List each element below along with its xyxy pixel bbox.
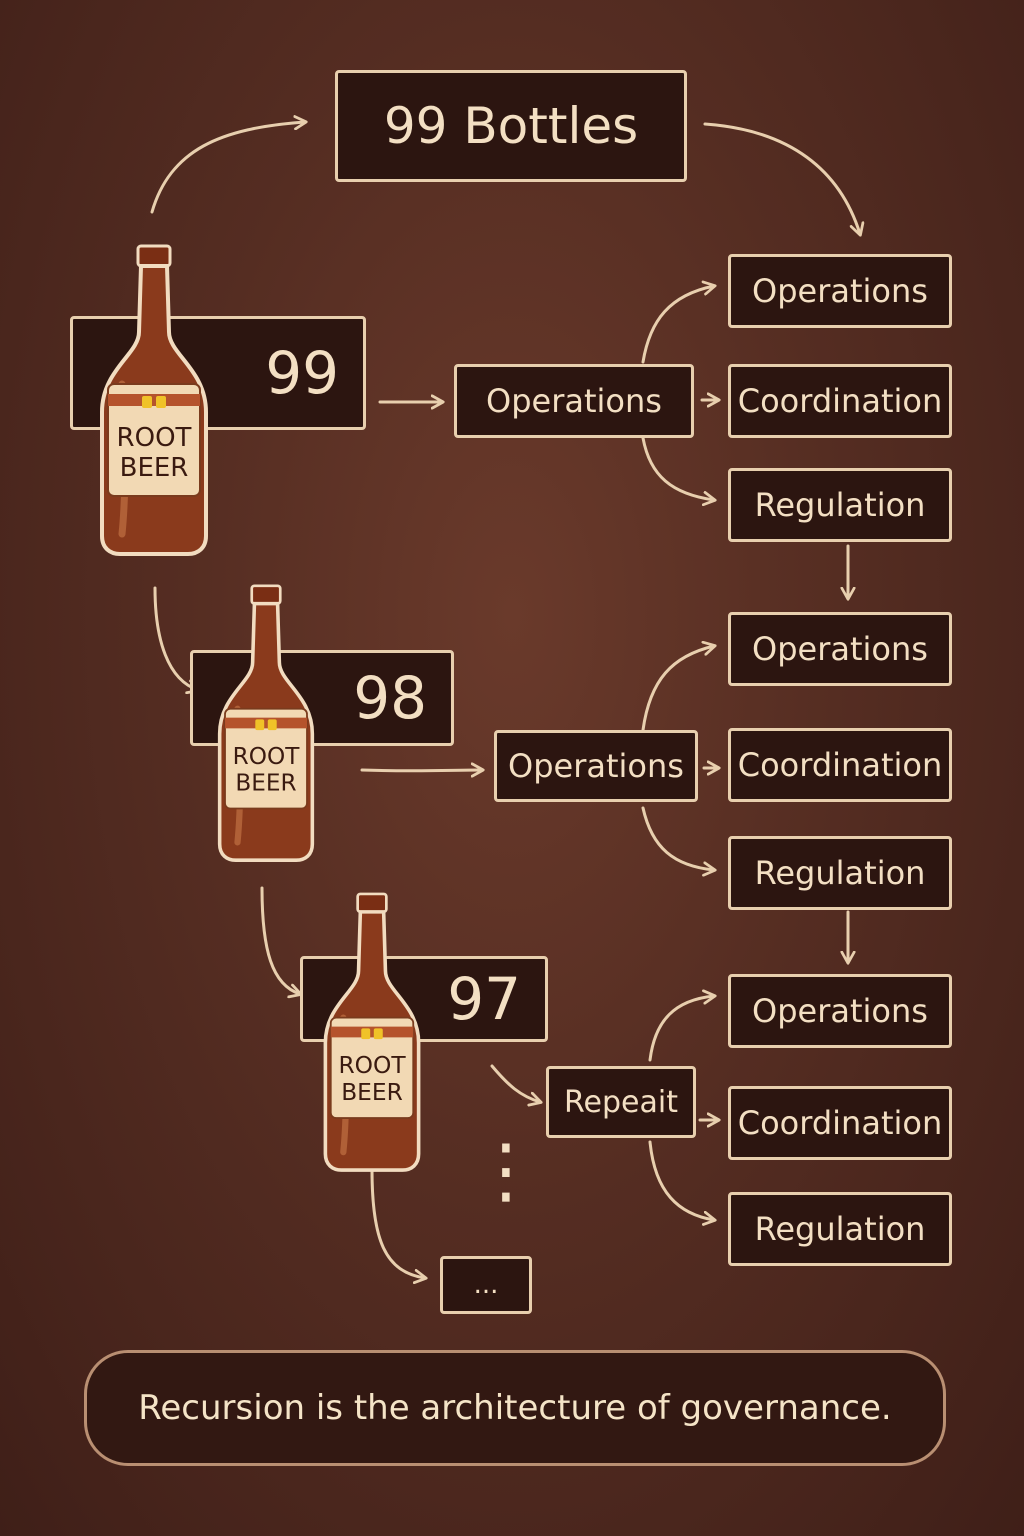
root-beer-bottle-icon-2: ROOT BEER <box>214 584 318 862</box>
title-text: 99 Bottles <box>384 97 638 155</box>
bottle-label-line1-2: ROOT <box>233 744 301 770</box>
stage2-coordination-box: Coordination <box>728 728 952 802</box>
stage1-regulation-label: Regulation <box>755 486 926 524</box>
stage2-coordination-label: Coordination <box>738 746 942 784</box>
arrow-hub3-to-regulation <box>650 1142 714 1220</box>
arrow-title-to-right <box>705 124 860 234</box>
stage1-coordination-label: Coordination <box>738 382 942 420</box>
hub-label-2: Operations <box>508 747 684 785</box>
stage2-operations-label: Operations <box>752 630 928 668</box>
stage1-operations-box: Operations <box>728 254 952 328</box>
bottle-label-line2-1: BEER <box>120 453 189 483</box>
root-beer-bottle-icon-3: ROOT BEER <box>320 892 424 1172</box>
arrow-hub2-to-operations <box>643 646 714 730</box>
hub-box-1: Operations <box>454 364 694 438</box>
stage2-operations-box: Operations <box>728 612 952 686</box>
arrow-hub1-to-operations <box>643 286 714 362</box>
bottle-label-line2-3: BEER <box>341 1079 403 1106</box>
stage3-regulation-label: Regulation <box>755 1210 926 1248</box>
arrow-hub1-to-regulation <box>643 438 714 500</box>
stage-number-98: 98 <box>353 664 427 732</box>
stage2-regulation-label: Regulation <box>755 854 926 892</box>
arrow-98-to-hub <box>362 770 482 771</box>
stage1-regulation-box: Regulation <box>728 468 952 542</box>
footer-banner: Recursion is the architecture of governa… <box>84 1350 946 1466</box>
hub-box-3: Repeait <box>546 1066 696 1138</box>
stage3-operations-box: Operations <box>728 974 952 1048</box>
stage3-coordination-box: Coordination <box>728 1086 952 1160</box>
hub-label-3: Repeait <box>564 1085 678 1120</box>
bottle-label-line1-1: ROOT <box>117 423 192 453</box>
continuation-box: ... <box>440 1256 532 1314</box>
stage1-coordination-box: Coordination <box>728 364 952 438</box>
continuation-dots: ⋮ <box>470 1120 506 1220</box>
stage2-regulation-box: Regulation <box>728 836 952 910</box>
hub-label-1: Operations <box>486 382 662 420</box>
stage-number-99: 99 <box>265 339 339 407</box>
root-beer-bottle-icon-1: ROOT BEER <box>96 244 212 556</box>
hub-box-2: Operations <box>494 730 698 802</box>
stage1-operations-label: Operations <box>752 272 928 310</box>
arrow-hub3-to-operations <box>650 996 714 1060</box>
arrow-hub2-to-regulation <box>643 808 714 870</box>
bottle-label-line1-3: ROOT <box>338 1052 406 1079</box>
continuation-label: ... <box>474 1270 499 1300</box>
title-box: 99 Bottles <box>335 70 687 182</box>
arrow-97-to-continuation <box>372 1170 425 1278</box>
stage3-operations-label: Operations <box>752 992 928 1030</box>
stage-number-97: 97 <box>447 965 521 1033</box>
stage3-coordination-label: Coordination <box>738 1104 942 1142</box>
footer-text: Recursion is the architecture of governa… <box>138 1388 891 1428</box>
arrow-98-to-97 <box>262 888 300 994</box>
bottle-label-line2-2: BEER <box>235 771 296 797</box>
stage3-regulation-box: Regulation <box>728 1192 952 1266</box>
arrow-97-to-hub <box>492 1066 540 1102</box>
arrow-start-to-title <box>152 122 305 212</box>
